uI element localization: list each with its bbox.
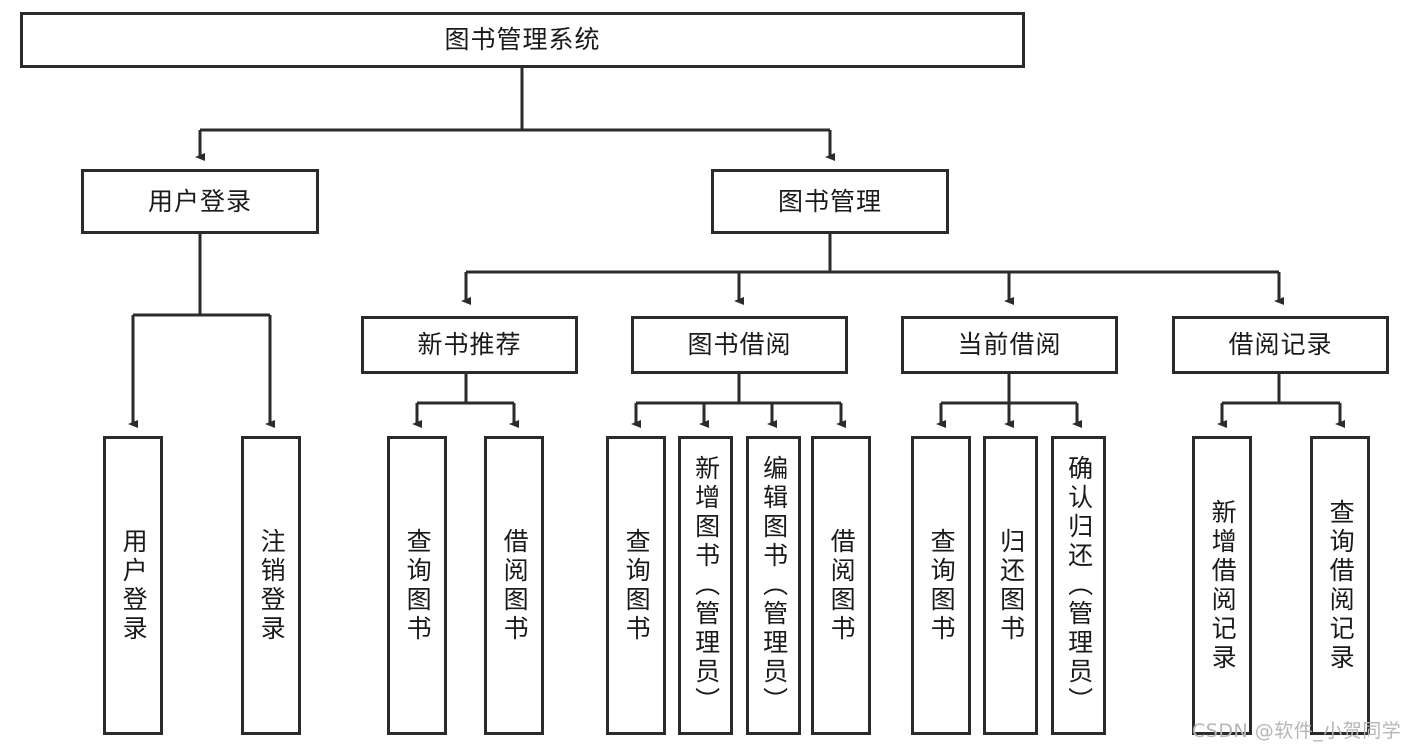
node-current-borrow[interactable]: 当前借阅 — [901, 316, 1118, 374]
node-leaf-edit-book[interactable]: 编辑图书（管理员） — [746, 436, 801, 735]
node-book-manage-label: 图书管理 — [777, 186, 882, 216]
node-borrow-record-label: 借阅记录 — [1228, 330, 1333, 360]
node-leaf-confirm-return-label: 确认归还（管理员） — [1064, 455, 1094, 716]
node-leaf-add-record[interactable]: 新增借阅记录 — [1192, 436, 1252, 735]
node-book-borrow-label: 图书借阅 — [687, 330, 792, 360]
node-new-book-rec-label: 新书推荐 — [417, 330, 522, 360]
node-leaf-user-login-label: 用户登录 — [119, 527, 149, 644]
node-leaf-query-book-3-label: 查询图书 — [927, 527, 957, 644]
node-leaf-add-book-label: 新增图书（管理员） — [691, 455, 721, 716]
node-book-manage[interactable]: 图书管理 — [711, 169, 949, 234]
node-book-borrow[interactable]: 图书借阅 — [631, 316, 848, 374]
node-user-login-label: 用户登录 — [147, 186, 252, 216]
node-leaf-query-book-3[interactable]: 查询图书 — [911, 436, 971, 735]
node-leaf-borrow-book-2[interactable]: 借阅图书 — [811, 436, 871, 735]
node-leaf-query-book-1-label: 查询图书 — [403, 527, 433, 644]
node-leaf-user-logout[interactable]: 注销登录 — [241, 436, 301, 735]
node-leaf-borrow-book-2-label: 借阅图书 — [827, 527, 857, 644]
node-leaf-add-book[interactable]: 新增图书（管理员） — [678, 436, 733, 735]
node-current-borrow-label: 当前借阅 — [957, 330, 1062, 360]
node-user-login[interactable]: 用户登录 — [81, 169, 319, 234]
node-leaf-borrow-book-1[interactable]: 借阅图书 — [484, 436, 544, 735]
watermark: CSDN @软件_小贺同学 — [1192, 720, 1402, 742]
node-leaf-query-record[interactable]: 查询借阅记录 — [1310, 436, 1370, 735]
node-leaf-query-book-2[interactable]: 查询图书 — [606, 436, 666, 735]
node-leaf-return-book[interactable]: 归还图书 — [983, 436, 1038, 735]
node-leaf-edit-book-label: 编辑图书（管理员） — [759, 455, 789, 716]
node-leaf-user-logout-label: 注销登录 — [257, 527, 287, 644]
node-root[interactable]: 图书管理系统 — [20, 12, 1025, 68]
node-leaf-query-record-label: 查询借阅记录 — [1326, 498, 1356, 673]
node-leaf-borrow-book-1-label: 借阅图书 — [500, 527, 530, 644]
node-leaf-query-book-1[interactable]: 查询图书 — [387, 436, 447, 735]
node-new-book-rec[interactable]: 新书推荐 — [361, 316, 578, 374]
node-leaf-query-book-2-label: 查询图书 — [622, 527, 652, 644]
node-leaf-return-book-label: 归还图书 — [996, 527, 1026, 644]
node-root-label: 图书管理系统 — [444, 25, 601, 55]
node-leaf-add-record-label: 新增借阅记录 — [1208, 498, 1238, 673]
node-leaf-user-login[interactable]: 用户登录 — [103, 436, 163, 735]
node-borrow-record[interactable]: 借阅记录 — [1172, 316, 1389, 374]
node-leaf-confirm-return[interactable]: 确认归还（管理员） — [1051, 436, 1106, 735]
